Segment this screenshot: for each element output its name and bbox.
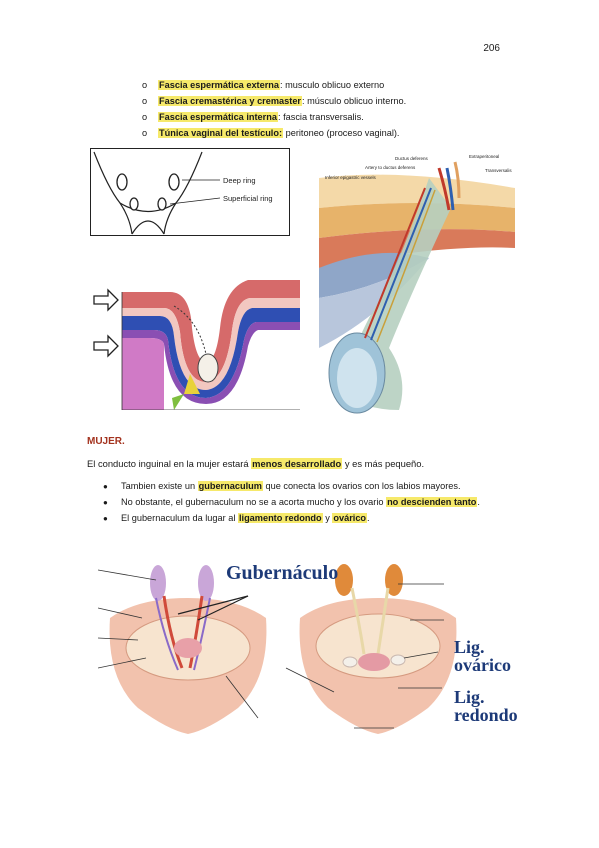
bullet-marker: ● <box>103 498 108 507</box>
term-highlight: ovárico <box>332 513 368 523</box>
term-description: peritoneo (proceso vaginal). <box>283 128 400 138</box>
text-run: El gubernaculum da lugar al <box>121 513 238 523</box>
list-item: o Fascia espermática interna: fascia tran… <box>142 109 406 125</box>
term-highlight: Fascia espermática interna <box>158 112 278 122</box>
list-marker: o <box>142 128 148 138</box>
bullet-marker: ● <box>103 482 108 491</box>
layers-schematic-figure <box>88 270 303 410</box>
canal-label: Artery to ductus deferens <box>365 165 416 170</box>
male-layers-list: o Fascia espermática externa: musculo obl… <box>142 77 406 141</box>
term-highlight: gubernaculum <box>197 481 263 491</box>
text-run: . <box>477 497 480 507</box>
list-marker: o <box>142 112 148 122</box>
canal-label: Extraperitoneal <box>469 154 499 159</box>
arrow-icon <box>93 334 119 358</box>
term-highlight: no descienden tanto <box>386 497 478 507</box>
canal-label: Inferior epigastric vessels <box>325 175 377 180</box>
text-run: y <box>322 513 333 523</box>
list-item: ● Tambien existe un gubernaculum que cone… <box>103 478 480 494</box>
section-heading-mujer: MUJER. <box>87 436 125 447</box>
mujer-bullet-list: ● Tambien existe un gubernaculum que cone… <box>103 478 480 526</box>
superficial-ring-label: Superficial ring <box>223 194 273 203</box>
arrow-icon <box>93 288 119 312</box>
text-run: No obstante, el gubernaculum no se a aco… <box>121 497 387 507</box>
canal-label: Ductus deferens <box>395 156 429 161</box>
term-highlight: menos desarrollado <box>251 458 343 469</box>
callout-line: redondo <box>454 705 518 725</box>
text-run: . <box>367 513 370 523</box>
intro-paragraph: El conducto inguinal en la mujer estará … <box>87 458 424 469</box>
text-run: El conducto inguinal en la mujer estará <box>87 458 252 469</box>
inguinal-canal-figure: Ductus deferens Artery to ductus deferen… <box>319 148 515 420</box>
term-description: : musculo oblicuo externo <box>280 80 385 90</box>
term-description: : músculo oblicuo interno. <box>302 96 407 106</box>
bullet-marker: ● <box>103 514 108 523</box>
term-highlight: ligamento redondo <box>237 513 323 523</box>
lig-redondo-label: Lig. redondo <box>454 688 518 724</box>
text-run: y es más pequeño. <box>342 458 425 469</box>
list-item: o Fascia cremastérica y cremaster: múscul… <box>142 93 406 109</box>
term-description: : fascia transversalis. <box>277 112 364 122</box>
text-run: que conecta los ovarios con los labios m… <box>262 481 461 491</box>
text-run: Tambien existe un <box>121 481 198 491</box>
canal-label: Transversalis <box>485 168 512 173</box>
list-item: ● El gubernaculum da lugar al ligamento r… <box>103 510 480 526</box>
callout-line: Lig. <box>454 637 485 657</box>
term-highlight: Fascia espermática externa <box>158 80 281 90</box>
callout-line: ovárico <box>454 655 511 675</box>
female-pelvis-figure <box>98 558 508 736</box>
term-highlight: Túnica vaginal del testículo: <box>158 128 284 138</box>
page-number: 206 <box>483 43 500 54</box>
lig-ovarico-label: Lig. ovárico <box>454 638 511 674</box>
list-marker: o <box>142 80 148 90</box>
list-item: o Túnica vaginal del testículo: peritoneo… <box>142 125 406 141</box>
list-item: ● No obstante, el gubernaculum no se a ac… <box>103 494 480 510</box>
list-item: o Fascia espermática externa: musculo obl… <box>142 77 406 93</box>
list-marker: o <box>142 96 148 106</box>
callout-line: Lig. <box>454 687 485 707</box>
gubernaculo-label: Gubernáculo <box>226 562 339 584</box>
term-highlight: Fascia cremastérica y cremaster <box>158 96 302 106</box>
deep-ring-label: Deep ring <box>223 176 256 185</box>
inguinal-rings-figure: Deep ring Superficial ring <box>90 148 290 236</box>
